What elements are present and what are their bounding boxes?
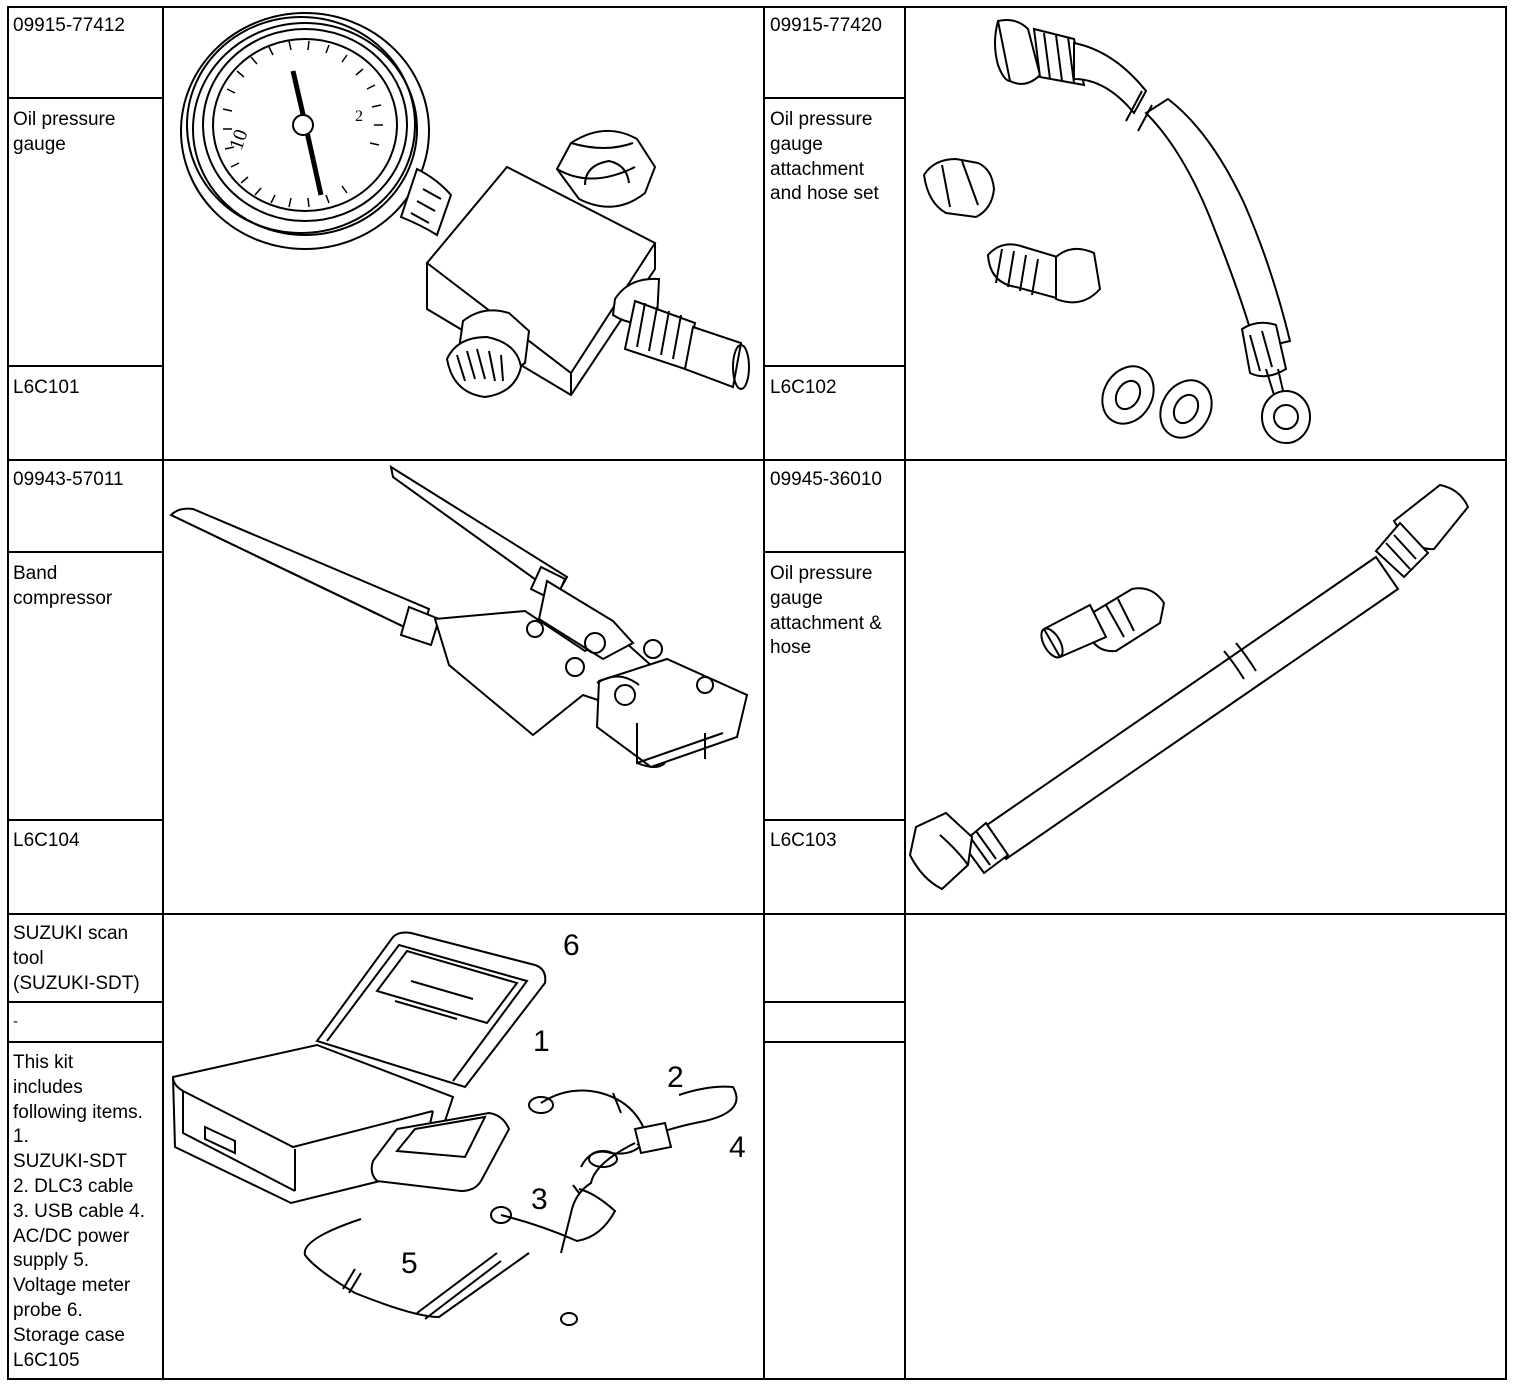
tool-name: Oil pressure gauge attachment & hose <box>770 563 882 659</box>
row-divider <box>7 913 1507 915</box>
tool-name: SUZUKI scan tool (SUZUKI-SDT) <box>13 923 140 994</box>
column-divider <box>763 7 765 1379</box>
cell-divider <box>7 819 163 821</box>
tool-name: Oil pressure gauge <box>13 109 116 155</box>
column-divider <box>162 7 164 1379</box>
cell-divider <box>764 819 905 821</box>
cell-divider <box>7 365 163 367</box>
band-compressor-drawing <box>165 463 761 912</box>
cell-divider <box>764 365 905 367</box>
cell-divider <box>7 551 163 553</box>
tool-name: Band compressor <box>13 563 113 609</box>
column-divider <box>904 7 906 1379</box>
part-number: 09915-77412 <box>13 15 125 36</box>
callout-2: 2 <box>667 1061 684 1094</box>
tool-name: Oil pressure gauge attachment and hose s… <box>770 109 879 205</box>
cell-divider <box>764 551 905 553</box>
tool-dash: - <box>13 1013 18 1030</box>
illustration-code: L6C102 <box>770 377 837 398</box>
cell-divider <box>764 1041 905 1043</box>
gauge-attachment-hose-drawing <box>906 463 1504 912</box>
oil-pressure-gauge-drawing: 10 2 <box>165 9 761 458</box>
callout-1: 1 <box>533 1025 550 1058</box>
cell-divider <box>7 1001 163 1003</box>
table-border <box>7 6 1507 1380</box>
row-divider <box>7 459 1507 461</box>
illustration-code: L6C101 <box>13 377 80 398</box>
part-number: 09945-36010 <box>770 469 882 490</box>
part-number: 09915-77420 <box>770 15 882 36</box>
scan-tool-kit-drawing: 1 2 3 4 5 6 <box>165 917 761 1377</box>
callout-5: 5 <box>401 1247 418 1280</box>
part-number: 09943-57011 <box>13 469 124 490</box>
svg-text:2: 2 <box>355 108 363 125</box>
gauge-attachment-and-hose-set-drawing <box>906 9 1504 458</box>
cell-divider <box>764 97 905 99</box>
cell-divider <box>764 1001 905 1003</box>
callout-6: 6 <box>563 929 580 962</box>
callout-3: 3 <box>531 1183 548 1216</box>
kit-description: This kit includes following items. 1. SU… <box>13 1052 146 1371</box>
cell-divider <box>7 1041 163 1043</box>
cell-divider <box>7 97 163 99</box>
callout-4: 4 <box>729 1131 746 1164</box>
illustration-code: L6C104 <box>13 830 80 851</box>
illustration-code: L6C103 <box>770 830 837 851</box>
